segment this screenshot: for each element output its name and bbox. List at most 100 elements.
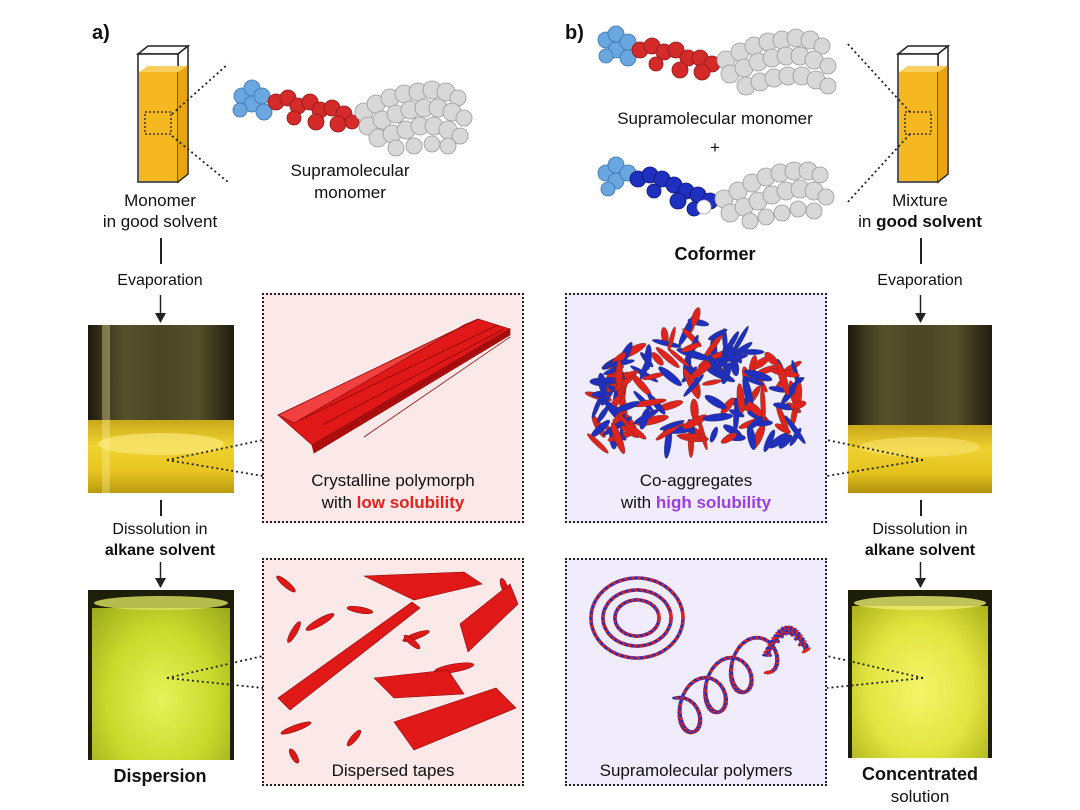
co-aggregate-rod xyxy=(644,344,652,371)
arrow-down-b2-icon xyxy=(915,562,926,588)
supramolecular-monomer-molecule-a xyxy=(232,79,473,157)
co-aggregate-rod xyxy=(587,433,609,454)
supramolecular-polymers-illustration xyxy=(589,576,811,735)
co-aggregate-rod xyxy=(591,390,611,398)
step-b-dissolution-1: Dissolution in xyxy=(872,521,968,538)
panel-a-letter: a) xyxy=(92,22,110,44)
co-aggregate-rod xyxy=(682,414,708,430)
plus-sign: + xyxy=(710,138,720,157)
supramolecular-polymers-caption: Supramolecular polymers xyxy=(599,761,793,780)
co-aggregate-rod xyxy=(789,427,802,446)
connector-line-a1 xyxy=(160,238,162,264)
dispersed-tapes-box: Dispersed tapes xyxy=(262,558,524,786)
monomer-b-label: Supramolecular monomer xyxy=(617,109,813,128)
step-a-dissolution-2: alkane solvent xyxy=(104,542,216,559)
polymer-segment xyxy=(763,670,774,675)
dispersed-tapes-caption: Dispersed tapes xyxy=(331,761,455,780)
polymer-segment xyxy=(669,610,673,621)
vial-photo-b-concentrated xyxy=(848,590,992,758)
co-aggregate-rod xyxy=(760,386,766,422)
co-aggregate-rod xyxy=(709,426,718,443)
vial-photo-a-crystalline xyxy=(88,325,234,493)
co-aggregate-rod xyxy=(776,361,790,396)
step-b-dissolution-2: alkane solvent xyxy=(864,542,976,559)
zoom-lines-b2 xyxy=(826,655,924,689)
co-aggregate-rod xyxy=(778,434,793,449)
co-aggregate-rod xyxy=(667,326,676,351)
co-aggregate-rod xyxy=(681,342,701,353)
co-aggregate-rod xyxy=(610,422,626,454)
step-b-evaporation: Evaporation xyxy=(877,272,963,289)
vial-a-label-2: in good solvent xyxy=(102,212,218,231)
co-aggregate-rod xyxy=(720,432,737,444)
supramolecular-monomer-molecule-b xyxy=(597,25,837,96)
co-aggregate-rod xyxy=(743,369,773,382)
co-aggregate-rod xyxy=(596,406,609,423)
co-aggregate-rod xyxy=(659,420,685,431)
co-aggregate-rod xyxy=(712,353,748,363)
co-aggregate-rod xyxy=(691,307,701,327)
co-aggregates-caption-2: with high solubility xyxy=(620,493,772,512)
cuvette-a-icon xyxy=(135,44,191,184)
co-aggregate-rod xyxy=(702,413,734,422)
dispersed-tapes-illustration xyxy=(276,571,519,764)
crystalline-tapes-illustration xyxy=(277,318,511,454)
molecule-a-label-1: Supramolecular xyxy=(290,161,410,180)
molecule-a-label-2: monomer xyxy=(314,183,386,202)
coformer-molecule xyxy=(597,156,835,230)
vial-photo-a-dispersion xyxy=(88,590,234,760)
polymer-segment xyxy=(656,610,661,621)
vial-b-label-2: in good solvent xyxy=(858,212,982,231)
co-aggregate-rod xyxy=(763,429,776,452)
arrow-down-b1-icon xyxy=(915,295,926,323)
polymer-segment xyxy=(801,647,811,654)
co-aggregate-rod xyxy=(747,416,764,430)
co-aggregate-rod xyxy=(790,400,807,410)
connector-line-b2 xyxy=(920,500,922,516)
co-aggregate-rod xyxy=(704,394,727,410)
panel-b-letter: b) xyxy=(565,22,584,44)
polymer-segment xyxy=(681,610,685,621)
co-aggregate-rod xyxy=(624,422,647,440)
co-aggregate-rod xyxy=(652,339,682,348)
step-a-dissolution-1: Dissolution in xyxy=(112,521,208,538)
step-a-evaporation: Evaporation xyxy=(117,272,203,289)
co-aggregate-rod xyxy=(736,383,745,414)
connector-line-b1 xyxy=(920,238,922,264)
vial-photo-b-coaggregates xyxy=(848,325,992,493)
co-aggregates-box: Co-aggregates with high solubility xyxy=(565,293,827,523)
result-b-concentrated: Concentrated xyxy=(861,764,978,784)
co-aggregate-rod xyxy=(676,433,706,439)
zoom-lines-b1 xyxy=(826,439,924,477)
crystalline-caption-2: with low solubility xyxy=(321,493,465,512)
cuvette-b-icon xyxy=(895,44,951,184)
zoom-lines-a xyxy=(171,63,229,183)
co-aggregate-rod xyxy=(658,366,682,387)
co-aggregate-rod xyxy=(784,415,806,444)
co-aggregate-rod xyxy=(697,415,708,451)
co-aggregate-rod xyxy=(614,401,640,413)
supramolecular-polymers-box: Supramolecular polymers xyxy=(565,558,827,786)
zoom-lines-a2 xyxy=(166,655,264,689)
result-a-dispersion: Dispersion xyxy=(113,766,207,786)
vial-a-label-1: Monomer xyxy=(124,191,196,210)
co-aggregate-rod xyxy=(774,423,791,434)
result-b-solution: solution xyxy=(890,787,950,806)
co-aggregate-rod xyxy=(615,359,623,392)
zoom-lines-b xyxy=(845,41,911,205)
arrow-down-a2-icon xyxy=(155,562,166,588)
co-aggregate-rod xyxy=(651,352,664,366)
vial-b-label-1: Mixture xyxy=(892,191,948,210)
crystalline-polymorph-box: Crystalline polymorph with low solubilit… xyxy=(262,293,524,523)
connector-line-a2 xyxy=(160,500,162,516)
co-aggregates-caption-1: Co-aggregates xyxy=(639,471,753,490)
co-aggregate-rod xyxy=(655,347,680,368)
co-aggregate-rod xyxy=(683,374,704,397)
crystalline-caption-1: Crystalline polymorph xyxy=(311,471,475,490)
co-aggregates-illustration xyxy=(584,307,807,459)
co-aggregate-rod xyxy=(708,328,728,341)
zoom-lines-a1 xyxy=(166,439,264,477)
co-aggregate-rod xyxy=(702,379,722,386)
coformer-label: Coformer xyxy=(674,244,756,264)
arrow-down-a1-icon xyxy=(155,295,166,323)
